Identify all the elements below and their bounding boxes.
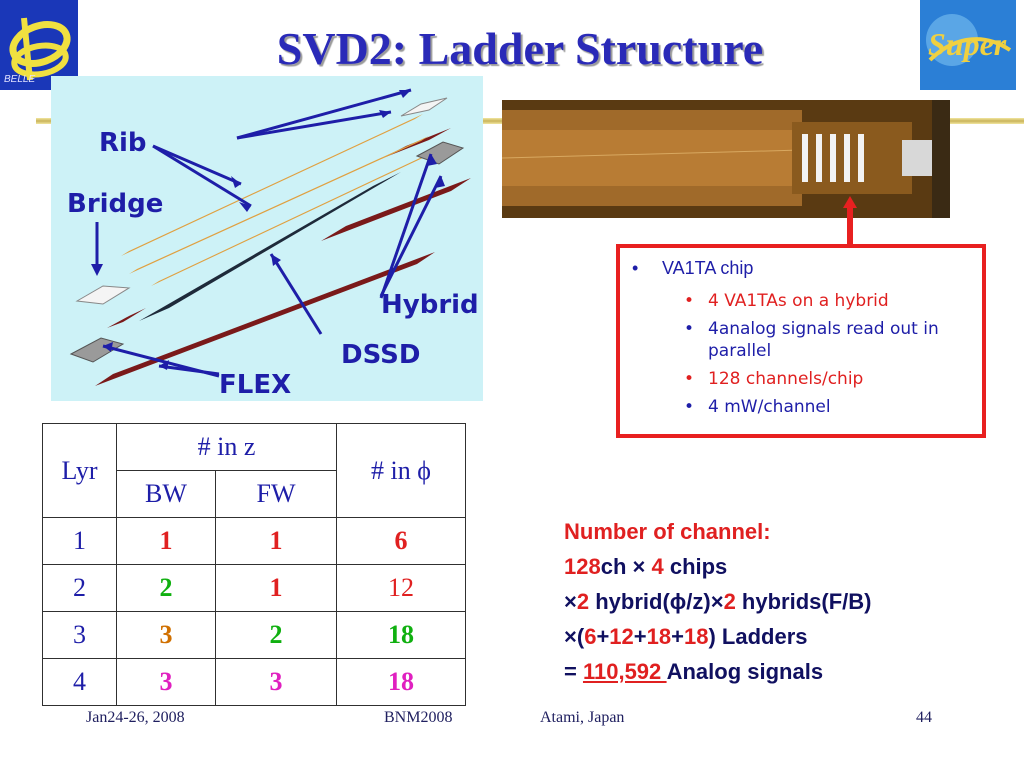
- calc-text: ch ×: [600, 554, 652, 579]
- cell-fw: 3: [215, 658, 337, 706]
- calc-text: Analog signals: [666, 659, 824, 684]
- calc-chips-count: 4: [651, 554, 664, 579]
- cell-lyr: 4: [42, 658, 117, 706]
- info-main-text: VA1TA chip: [662, 258, 754, 278]
- calc-ladders-l1: 6: [584, 624, 597, 649]
- footer-conference: BNM2008: [384, 709, 453, 726]
- hybrid-label: Hybrid: [381, 290, 479, 320]
- calc-text: +: [633, 624, 647, 649]
- cell-phi: 6: [336, 517, 466, 565]
- calc-text: chips: [663, 554, 728, 579]
- footer-page-number: 44: [916, 709, 932, 726]
- cell-bw: 1: [116, 517, 216, 565]
- cell-phi: 18: [336, 611, 466, 659]
- calc-text: +: [671, 624, 684, 649]
- table-row: 4 3 3 18: [42, 658, 466, 706]
- photo-pointer-arrow: [843, 196, 857, 246]
- calc-hybrid-count: 2: [576, 589, 590, 614]
- bullet-marker: •: [684, 397, 695, 417]
- super-logo-text: Super: [928, 26, 1007, 62]
- cell-bw: 2: [116, 564, 216, 612]
- cell-lyr: 1: [42, 517, 117, 565]
- info-item: • 4 VA1TAs on a hybrid: [684, 290, 944, 312]
- calc-ladders-l4: 18: [683, 624, 709, 649]
- info-item: • 4analog signals read out in parallel: [684, 318, 944, 362]
- hybrid-photo: [502, 100, 950, 218]
- cell-fw: 1: [215, 517, 337, 565]
- cell-fw: 2: [215, 611, 337, 659]
- cell-phi: 12: [336, 564, 466, 612]
- header-fw: FW: [215, 470, 337, 518]
- calc-line-1: 128ch × 4 chips: [564, 549, 871, 584]
- calc-heading: Number of channel:: [564, 519, 771, 544]
- calc-line-3: ×(6+12+18+18) Ladders: [564, 619, 871, 654]
- super-logo: Super: [920, 0, 1016, 90]
- calc-ladders-l2: 12: [609, 624, 634, 649]
- bridge-label: Bridge: [67, 189, 164, 219]
- channel-calculation: Number of channel: 128ch × 4 chips ×2 hy…: [564, 514, 871, 689]
- info-sub-list: • 4 VA1TAs on a hybrid • 4analog signals r…: [684, 290, 944, 424]
- table-row: 2 2 1 12: [42, 564, 466, 612]
- bullet-marker: •: [632, 258, 639, 278]
- belle-logo-text: BELLE: [4, 74, 36, 85]
- bullet-marker: •: [684, 319, 695, 339]
- info-item-text: 4 VA1TAs on a hybrid: [708, 291, 889, 311]
- info-item-text: 4 mW/channel: [708, 397, 831, 417]
- bullet-marker: •: [684, 369, 695, 389]
- cell-lyr: 2: [42, 564, 117, 612]
- calc-text: +: [596, 624, 610, 649]
- header-lyr: Lyr: [42, 423, 117, 518]
- info-item-text: 128 channels/chip: [708, 369, 864, 389]
- cell-lyr: 3: [42, 611, 117, 659]
- calc-text: =: [564, 659, 583, 684]
- calc-channels-per-chip: 128: [564, 554, 601, 579]
- calc-line-2: ×2 hybrid(ϕ/z)×2 hybrids(F/B): [564, 584, 871, 619]
- cell-fw: 1: [215, 564, 337, 612]
- cell-bw: 3: [116, 611, 216, 659]
- ladder-count-table: Lyr # in z # in ϕ BW FW 1 1 1 6 2 2 1 12…: [42, 423, 466, 706]
- footer-date: Jan24-26, 2008: [86, 709, 185, 726]
- calc-ladders-l3: 18: [646, 624, 672, 649]
- flex-label: FLEX: [219, 370, 292, 400]
- page-title: SVD2: Ladder Structure: [276, 23, 764, 74]
- calc-hybrids-count: 2: [723, 589, 736, 614]
- belle-logo: BELLE: [0, 0, 78, 90]
- calc-text: ×(: [564, 624, 585, 649]
- header-in-z: # in z: [116, 423, 337, 471]
- info-item: • 128 channels/chip: [684, 368, 944, 390]
- rib-label: Rib: [99, 128, 147, 158]
- calc-total: 110,592: [582, 659, 667, 684]
- info-item: • 4 mW/channel: [684, 396, 944, 418]
- calc-text: ) Ladders: [708, 624, 808, 649]
- header-bw: BW: [116, 470, 216, 518]
- table-row: 1 1 1 6: [42, 517, 466, 565]
- cell-phi: 18: [336, 658, 466, 706]
- info-item-text: 4analog signals read out in parallel: [708, 319, 939, 361]
- calc-text: hybrids(F/B): [735, 589, 872, 614]
- footer-location: Atami, Japan: [540, 709, 625, 726]
- cell-bw: 3: [116, 658, 216, 706]
- va1ta-info-box: • VA1TA chip • 4 VA1TAs on a hybrid • 4anal…: [616, 244, 986, 438]
- header-in-phi: # in ϕ: [336, 423, 466, 518]
- dssd-label: DSSD: [341, 340, 421, 370]
- ladder-illustration: Rib Bridge Hybrid DSSD FLEX: [51, 76, 483, 401]
- info-main-bullet: • VA1TA chip: [632, 258, 753, 279]
- calc-text: hybrid(ϕ/z)×: [589, 589, 724, 614]
- table-row: 3 3 2 18: [42, 611, 466, 659]
- calc-line-4: = 110,592 Analog signals: [564, 654, 871, 689]
- bullet-marker: •: [684, 291, 695, 311]
- calc-text: ×: [564, 589, 577, 614]
